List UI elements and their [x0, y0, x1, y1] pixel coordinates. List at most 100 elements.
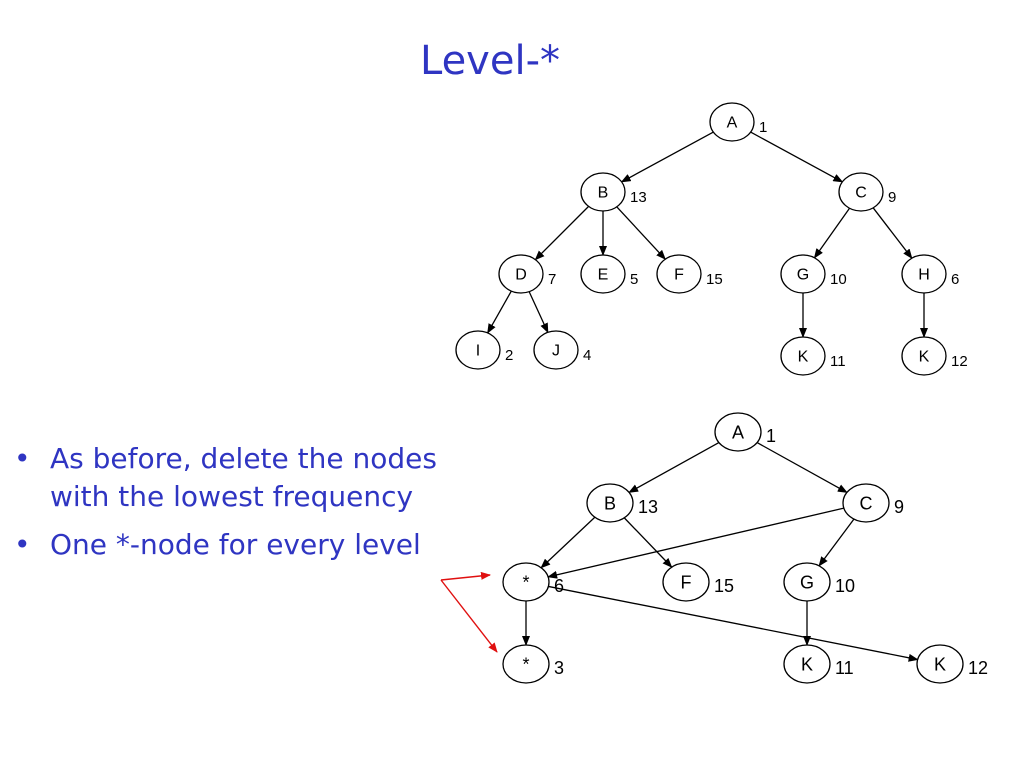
node-circle: [656, 254, 702, 294]
tree-edge-c-g: [813, 207, 851, 259]
node-frequency: 4: [583, 347, 591, 364]
node-circle: [780, 254, 826, 294]
node-circle: [502, 562, 550, 602]
node-label: F: [681, 572, 692, 592]
pointer-arrow-2: [440, 579, 498, 653]
tree-node-s1: *6: [502, 562, 564, 602]
tree-edge-d-j: [528, 291, 549, 334]
node-frequency: 13: [630, 189, 647, 206]
node-label: I: [476, 343, 480, 360]
node-label: K: [798, 349, 809, 366]
node-frequency: 15: [706, 271, 723, 288]
node-label: B: [598, 185, 609, 202]
node-frequency: 12: [968, 658, 988, 678]
bullet-dot-icon: •: [14, 528, 31, 561]
node-frequency: 11: [835, 658, 854, 678]
tree-edge-s1-k2: [548, 585, 919, 662]
node-label: A: [732, 422, 744, 442]
node-label: C: [855, 185, 867, 202]
node-circle: [662, 562, 710, 602]
node-circle: [586, 483, 634, 523]
node-circle: [502, 644, 550, 684]
node-frequency: 11: [830, 353, 846, 370]
tree-edge-b-d: [534, 205, 590, 261]
node-label: D: [515, 267, 527, 284]
node-circle: [916, 644, 964, 684]
bullet-list: •As before, delete the nodes with the lo…: [14, 440, 484, 574]
node-frequency: 9: [888, 189, 896, 206]
tree-edge-b-f: [623, 517, 673, 568]
node-label: G: [800, 572, 814, 592]
tree-edge-c-h: [872, 207, 913, 259]
slide-title: Level-*: [419, 38, 561, 84]
tree-edge-c-g: [818, 518, 855, 567]
node-label: K: [934, 654, 946, 674]
node-label: K: [919, 349, 930, 366]
node-frequency: 3: [554, 658, 564, 678]
node-label: *: [522, 572, 529, 592]
node-circle: [498, 254, 544, 294]
node-label: C: [860, 493, 873, 513]
tree-node-k1: K 11: [780, 336, 846, 376]
node-circle: [842, 483, 890, 523]
bullet-item: • One *-node for every level: [14, 526, 484, 564]
tree-node-k1: K 11: [783, 644, 854, 684]
node-circle: [533, 330, 579, 370]
tree-node-f: F 15: [656, 254, 723, 294]
node-label: H: [918, 267, 930, 284]
tree-edge-b-s1: [540, 516, 596, 569]
node-circle: [783, 562, 831, 602]
node-label: A: [727, 115, 738, 132]
node-label: G: [797, 267, 809, 284]
node-frequency: 6: [554, 576, 564, 596]
node-circle: [838, 172, 884, 212]
pointer-arrow-1: [440, 571, 491, 581]
node-circle: [580, 172, 626, 212]
node-circle: [455, 330, 501, 370]
node-circle: [709, 102, 755, 142]
node-frequency: 5: [630, 271, 638, 288]
node-circle: [783, 644, 831, 684]
node-label: K: [801, 654, 813, 674]
tree-node-k2: K 12: [916, 644, 988, 684]
node-label: B: [604, 493, 616, 513]
node-label: E: [598, 267, 609, 284]
node-label: F: [674, 267, 684, 284]
tree-edge-c-s1: [547, 507, 845, 579]
pointer-arrows: [440, 571, 498, 653]
tree-edge-d-i: [487, 290, 512, 334]
tree-node-b: B 13: [580, 172, 647, 212]
node-frequency: 12: [951, 353, 968, 370]
node-frequency: 10: [830, 271, 847, 288]
tree-node-s2: *3: [502, 644, 564, 684]
node-label: J: [552, 343, 560, 360]
tree-node-k2: K 12: [901, 336, 968, 376]
tree-edge-a-b: [628, 442, 720, 493]
node-circle: [901, 254, 947, 294]
bullet-text: One *-node for every level: [50, 528, 421, 561]
node-frequency: 2: [505, 347, 513, 364]
bullet-dot-icon: •: [14, 442, 31, 475]
node-frequency: 10: [835, 576, 855, 596]
tree-edge-a-c: [750, 131, 844, 183]
node-circle: [580, 254, 626, 294]
tree-edge-a-b: [620, 131, 714, 183]
node-label: *: [522, 654, 529, 674]
bullet-item: •As before, delete the nodes with the lo…: [14, 440, 484, 516]
node-frequency: 6: [951, 271, 959, 288]
